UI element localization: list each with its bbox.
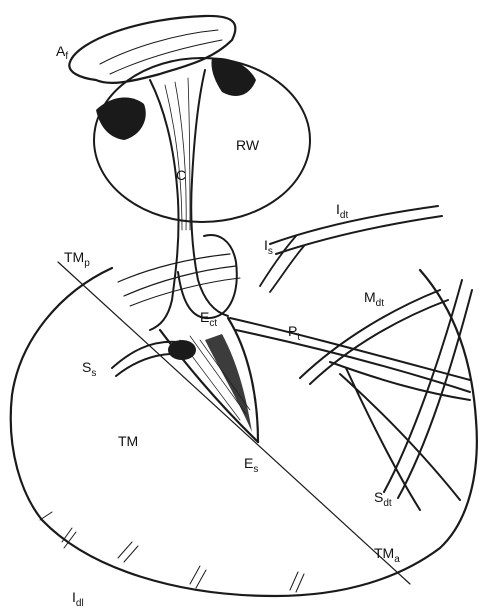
footplate-cap-inner [100, 30, 222, 74]
axis-line [58, 262, 410, 584]
shadow-patch-left [96, 97, 146, 140]
label-TMp: TMp [64, 249, 90, 269]
label-RW: RW [236, 137, 260, 153]
svg-text:TMa: TMa [374, 545, 400, 565]
idt-band [270, 206, 442, 254]
svg-text:Es: Es [244, 455, 258, 475]
label-C: C [176, 167, 186, 183]
shadow-patch-right [211, 58, 256, 96]
label-Af: Af [56, 43, 68, 62]
svg-text:TMp: TMp [64, 249, 90, 269]
label-TMa: TMa [374, 545, 400, 565]
label-Sdt: Sdt [374, 489, 392, 509]
label-Es: Es [244, 455, 258, 475]
label-Pt: Pt [288, 323, 300, 343]
svg-text:Idl: Idl [72, 589, 84, 609]
svg-text:Mdt: Mdt [364, 289, 384, 309]
svg-text:Is: Is [264, 237, 273, 257]
svg-text:Ect: Ect [200, 309, 217, 329]
loop-structure [178, 235, 237, 318]
crus-stalk-right [191, 70, 228, 316]
svg-text:Pt: Pt [288, 323, 300, 343]
label-Ss: Ss [82, 359, 96, 379]
svg-text:Idt: Idt [336, 201, 348, 221]
svg-text:Af: Af [56, 43, 68, 62]
label-Is: Is [264, 237, 273, 257]
label-Idl: Idl [72, 589, 84, 609]
svg-text:Ss: Ss [82, 359, 96, 379]
footplate-cap [69, 16, 235, 83]
label-TM: TM [118, 433, 138, 449]
svg-text:C: C [176, 167, 186, 183]
crus-stalk-left [150, 80, 179, 330]
label-Mdt: Mdt [364, 289, 384, 309]
svg-text:TM: TM [118, 433, 138, 449]
label-Ect: Ect [200, 309, 217, 329]
label-Idt: Idt [336, 201, 348, 221]
svg-text:RW: RW [236, 137, 260, 153]
svg-text:Sdt: Sdt [374, 489, 392, 509]
hatch-marks [40, 512, 304, 592]
blob-s-s [168, 340, 196, 360]
